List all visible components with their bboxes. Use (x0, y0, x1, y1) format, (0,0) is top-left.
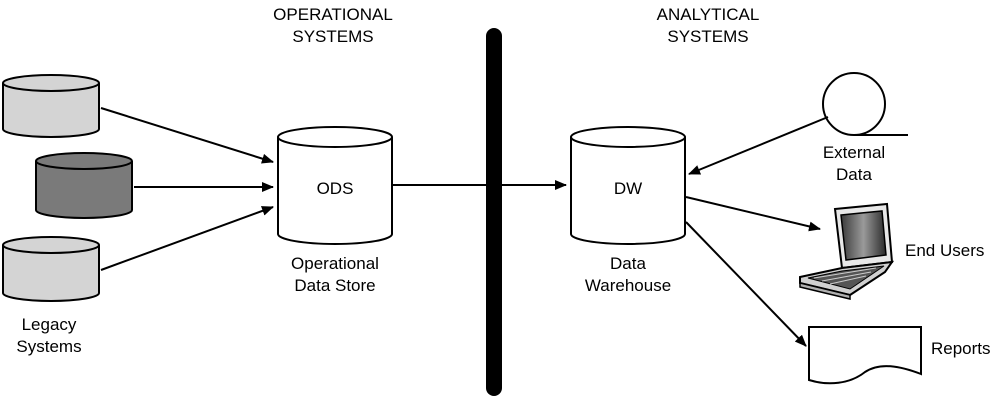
ods-cylinder-top (277, 126, 393, 148)
laptop-front-edge (799, 282, 851, 300)
dw-label-line1: Data (610, 254, 646, 273)
operational-heading-line2: SYSTEMS (292, 27, 373, 46)
ods-label-line2: Data Store (294, 276, 375, 295)
ods-abbr: ODS (317, 179, 354, 198)
dw-cylinder-body (570, 137, 686, 245)
laptop-key-row-2 (821, 271, 872, 282)
arrow-legacy3-to-ods (100, 206, 274, 271)
laptop-key-row-1 (813, 267, 877, 279)
ods-label-line1: Operational (291, 254, 379, 273)
ods-cylinder-body (277, 137, 393, 245)
legacy-label-line1: Legacy (22, 315, 77, 334)
legacy-cylinder-1-body (2, 83, 100, 138)
arrow-external-to-dw (688, 116, 829, 175)
laptop-keyboard (807, 265, 885, 290)
external-label-line1: External (823, 143, 885, 162)
arrow-dw-to-end-users (685, 196, 821, 232)
operational-heading-line1: OPERATIONAL (273, 5, 393, 24)
dw-label-line2: Warehouse (585, 276, 671, 295)
tape-reel-icon (822, 72, 908, 136)
reports-label: Reports (931, 339, 991, 358)
external-label-line2: Data (836, 165, 872, 184)
analytical-heading-line1: ANALYTICAL (657, 5, 760, 24)
arrow-dw-to-reports (685, 221, 807, 347)
legacy-cylinder-3-body (2, 245, 100, 302)
laptop-screen (840, 210, 887, 261)
report-document-icon (808, 326, 922, 385)
legacy-label-line2: Systems (16, 337, 81, 356)
analytical-heading-line2: SYSTEMS (667, 27, 748, 46)
arrow-legacy1-to-ods (100, 107, 274, 164)
legacy-cylinder-3-top (2, 236, 100, 254)
dw-abbr: DW (614, 179, 642, 198)
legacy-cylinder-2-top (35, 152, 133, 170)
laptop-key-row-3 (829, 275, 867, 285)
end-users-label: End Users (905, 241, 984, 260)
dw-cylinder-top (570, 126, 686, 148)
legacy-cylinder-2-body (35, 161, 133, 219)
legacy-cylinder-1-top (2, 74, 100, 92)
legacy-cylinder-3 (2, 236, 100, 302)
dw-cylinder (570, 126, 686, 245)
tape-reel-circle (822, 72, 886, 136)
laptop-icon (799, 202, 895, 300)
ods-cylinder (277, 126, 393, 245)
legacy-cylinder-1 (2, 74, 100, 138)
legacy-cylinder-2 (35, 152, 133, 219)
